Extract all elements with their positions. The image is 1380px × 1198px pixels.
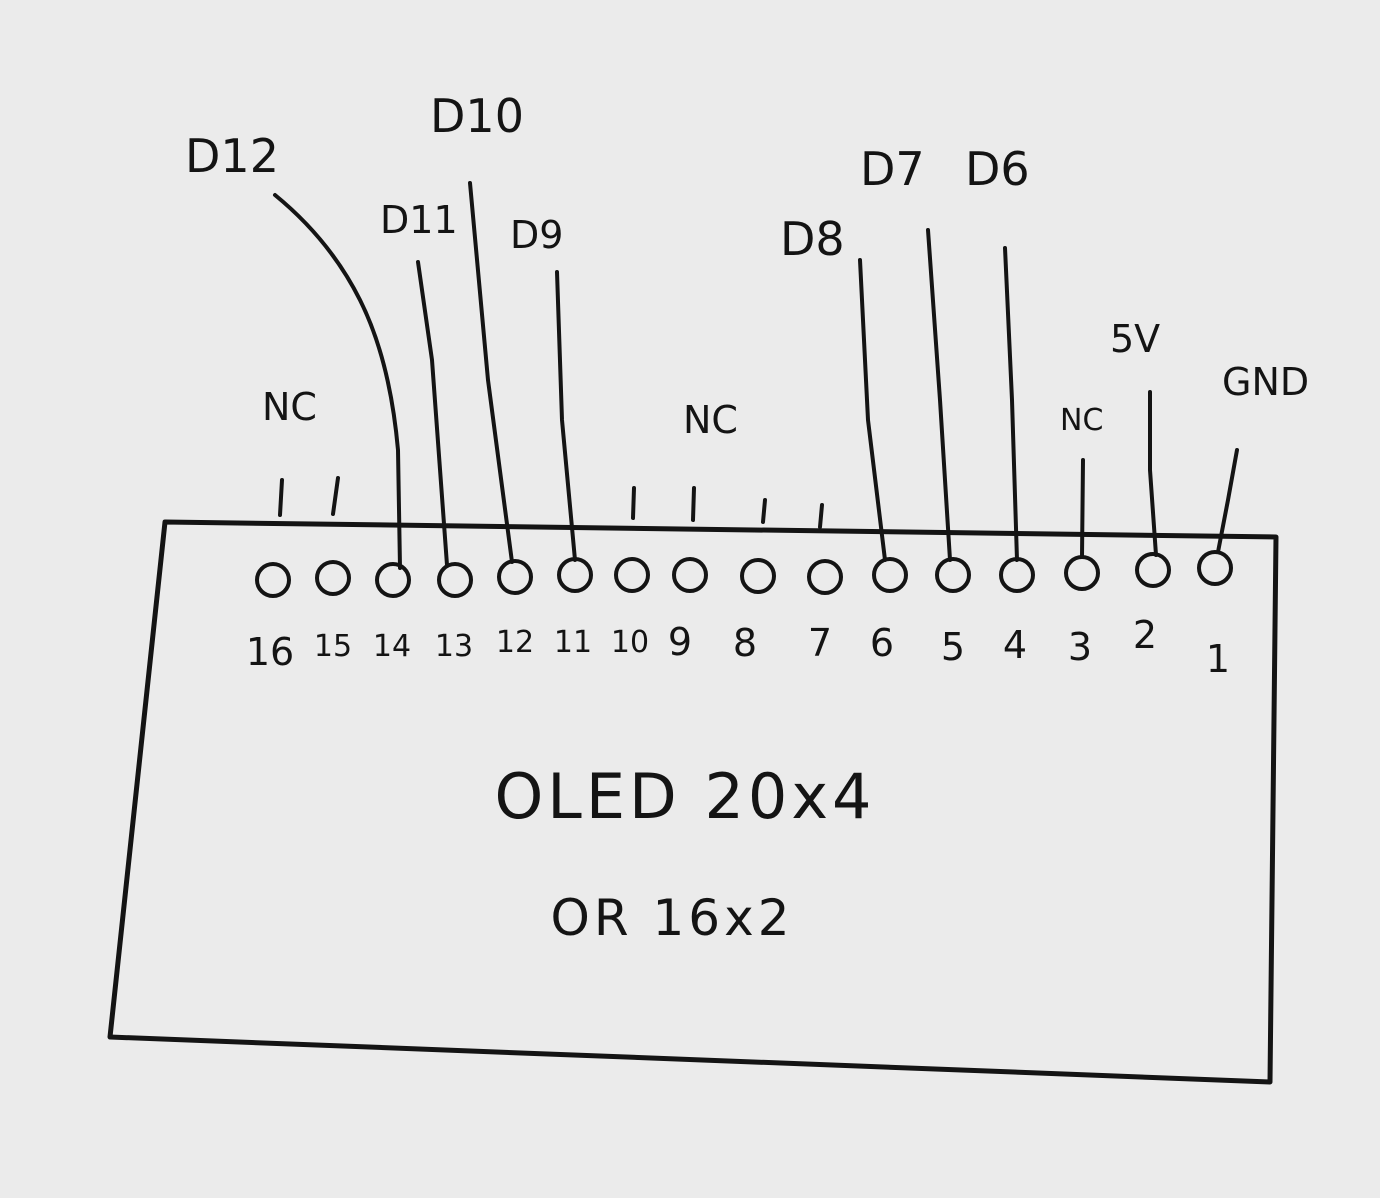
wire-d7 <box>926 228 952 562</box>
nc-stub-7 <box>818 503 824 529</box>
label-d11: D11 <box>380 198 458 242</box>
signal-wires <box>273 181 1239 570</box>
label-nc-left: NC <box>262 385 317 429</box>
wire-d12 <box>273 193 402 570</box>
pin-7 <box>807 559 843 595</box>
pin-number-9: 9 <box>668 620 692 664</box>
label-d12: D12 <box>185 129 279 183</box>
label-d6: D6 <box>965 142 1030 196</box>
pin-number-5: 5 <box>941 625 965 669</box>
nc-stub-10 <box>631 486 636 520</box>
pin-number-11: 11 <box>554 625 592 660</box>
wire-d6 <box>1003 246 1019 562</box>
label-d7: D7 <box>860 142 925 196</box>
module-title: OLED 20x4 <box>495 760 876 833</box>
pin-number-10: 10 <box>611 625 649 660</box>
pin-number-15: 15 <box>314 629 352 664</box>
pin-10 <box>614 557 650 593</box>
pin-8 <box>740 558 776 594</box>
pin-number-4: 4 <box>1003 623 1027 667</box>
wire-d10 <box>468 181 514 564</box>
nc-stub-9 <box>691 486 696 522</box>
nc-stub-15 <box>331 476 340 516</box>
label-d8: D8 <box>780 212 845 266</box>
nc-stubs <box>278 476 824 529</box>
module-subtitle: OR 16x2 <box>550 889 793 947</box>
wire-pin3-nc <box>1080 458 1085 559</box>
nc-stub-8 <box>761 498 767 524</box>
pin-number-8: 8 <box>733 621 757 665</box>
pin-number-6: 6 <box>870 621 894 665</box>
wire-d11 <box>416 260 449 567</box>
pin-14 <box>375 562 411 598</box>
signal-labels: D12 D10 D11 D9 D8 D7 D6 5V GND NC NC NC <box>185 89 1309 442</box>
pin-9 <box>672 557 708 593</box>
pin-number-16: 16 <box>246 630 294 674</box>
wire-d9 <box>555 270 577 562</box>
display-module-outline <box>107 519 1279 1085</box>
pin-number-2: 2 <box>1133 613 1157 657</box>
label-5v: 5V <box>1110 317 1160 361</box>
label-d9: D9 <box>510 213 563 257</box>
label-nc-right: NC <box>1060 403 1103 438</box>
pin-5 <box>935 557 971 593</box>
label-d10: D10 <box>430 89 524 143</box>
label-nc-middle: NC <box>683 398 738 442</box>
pin-13 <box>437 562 473 598</box>
pin-number-14: 14 <box>373 629 411 664</box>
pin-1 <box>1197 550 1233 586</box>
pin-6 <box>872 557 908 593</box>
pin-number-12: 12 <box>496 625 534 660</box>
pin-header <box>255 550 1233 598</box>
pin-15 <box>315 560 351 596</box>
pin-12 <box>497 559 533 595</box>
pin-number-3: 3 <box>1068 625 1092 669</box>
nc-stub-16 <box>278 478 284 517</box>
wire-gnd <box>1216 448 1239 554</box>
pin-16 <box>255 562 291 598</box>
pin-2 <box>1135 552 1171 588</box>
pin-number-13: 13 <box>435 629 473 664</box>
pin-number-7: 7 <box>808 621 832 665</box>
label-gnd: GND <box>1222 360 1309 404</box>
pin-number-1: 1 <box>1206 637 1230 681</box>
wire-5v <box>1148 390 1158 557</box>
wire-d8 <box>858 258 887 562</box>
pin-numbers: 16 15 14 13 12 11 10 9 8 7 6 5 4 3 2 1 <box>246 613 1230 681</box>
